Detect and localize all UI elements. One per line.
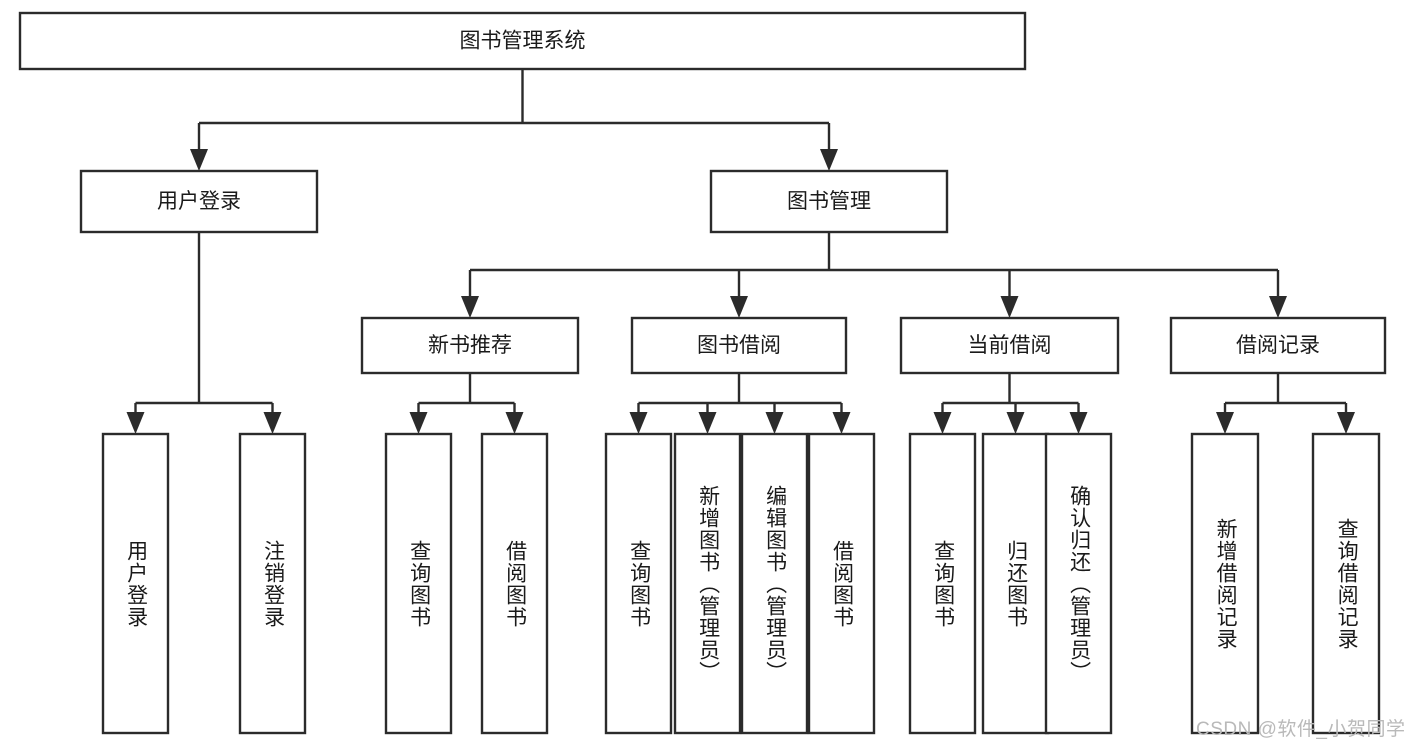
- boxes-layer: [18, 11, 1387, 735]
- arrow-head-user-login-0: [126, 412, 145, 434]
- arrow-head-book-borrow-1: [698, 412, 717, 434]
- arrow-head-new-book-recommend-1: [505, 412, 524, 434]
- node-label-book-manage: 图书管理: [787, 190, 871, 213]
- node-box-leaf-query-book-rec[interactable]: [384, 432, 453, 735]
- node-box-book-manage[interactable]: [709, 169, 949, 234]
- node-box-leaf-add-record[interactable]: [1190, 432, 1260, 735]
- arrow-head-borrow-record-0: [1216, 412, 1234, 434]
- node-box-root[interactable]: [18, 11, 1027, 71]
- arrow-head-borrow-record-1: [1337, 412, 1355, 434]
- edges-layer: [126, 69, 1355, 434]
- node-box-leaf-return-book[interactable]: [981, 432, 1050, 735]
- arrow-head-current-borrow-2: [1069, 412, 1088, 434]
- arrow-head-book-borrow-3: [832, 412, 851, 434]
- node-box-book-borrow[interactable]: [630, 316, 848, 375]
- node-label-root: 图书管理系统: [460, 30, 586, 53]
- arrow-head-root-1: [820, 149, 838, 171]
- arrow-head-book-manage-3: [1269, 296, 1287, 318]
- node-box-leaf-query-record[interactable]: [1311, 432, 1381, 735]
- arrow-head-new-book-recommend-0: [409, 412, 428, 434]
- node-box-leaf-query-book-cur[interactable]: [908, 432, 977, 735]
- node-label-book-borrow: 图书借阅: [697, 334, 781, 357]
- node-label-borrow-record: 借阅记录: [1236, 334, 1320, 357]
- arrow-head-book-manage-0: [461, 296, 479, 318]
- arrow-head-book-borrow-0: [629, 412, 648, 434]
- node-box-leaf-user-login[interactable]: [101, 432, 170, 735]
- node-box-user-login[interactable]: [79, 169, 319, 234]
- node-box-leaf-logout[interactable]: [238, 432, 307, 735]
- node-box-leaf-confirm-return[interactable]: [1044, 432, 1113, 735]
- arrow-head-current-borrow-1: [1006, 412, 1025, 434]
- node-box-current-borrow[interactable]: [899, 316, 1120, 375]
- arrow-head-book-manage-2: [1000, 296, 1019, 318]
- csdn-watermark: CSDN @软件_小贺同学: [1196, 719, 1405, 740]
- node-label-user-login: 用户登录: [157, 190, 241, 213]
- node-label-new-book-recommend: 新书推荐: [428, 334, 512, 357]
- node-box-leaf-edit-book[interactable]: [740, 432, 809, 735]
- arrow-head-book-borrow-2: [765, 412, 784, 434]
- arrow-head-current-borrow-0: [933, 412, 952, 434]
- node-label-current-borrow: 当前借阅: [968, 334, 1052, 357]
- arrow-head-user-login-1: [263, 412, 282, 434]
- arrow-head-book-manage-1: [730, 296, 748, 318]
- node-box-leaf-query-book-borrow[interactable]: [604, 432, 673, 735]
- node-box-leaf-borrow-book[interactable]: [807, 432, 876, 735]
- node-box-borrow-record[interactable]: [1169, 316, 1387, 375]
- node-box-leaf-add-book[interactable]: [673, 432, 742, 735]
- arrow-head-root-0: [190, 149, 208, 171]
- node-box-new-book-recommend[interactable]: [360, 316, 580, 375]
- node-box-leaf-borrow-book-rec[interactable]: [480, 432, 549, 735]
